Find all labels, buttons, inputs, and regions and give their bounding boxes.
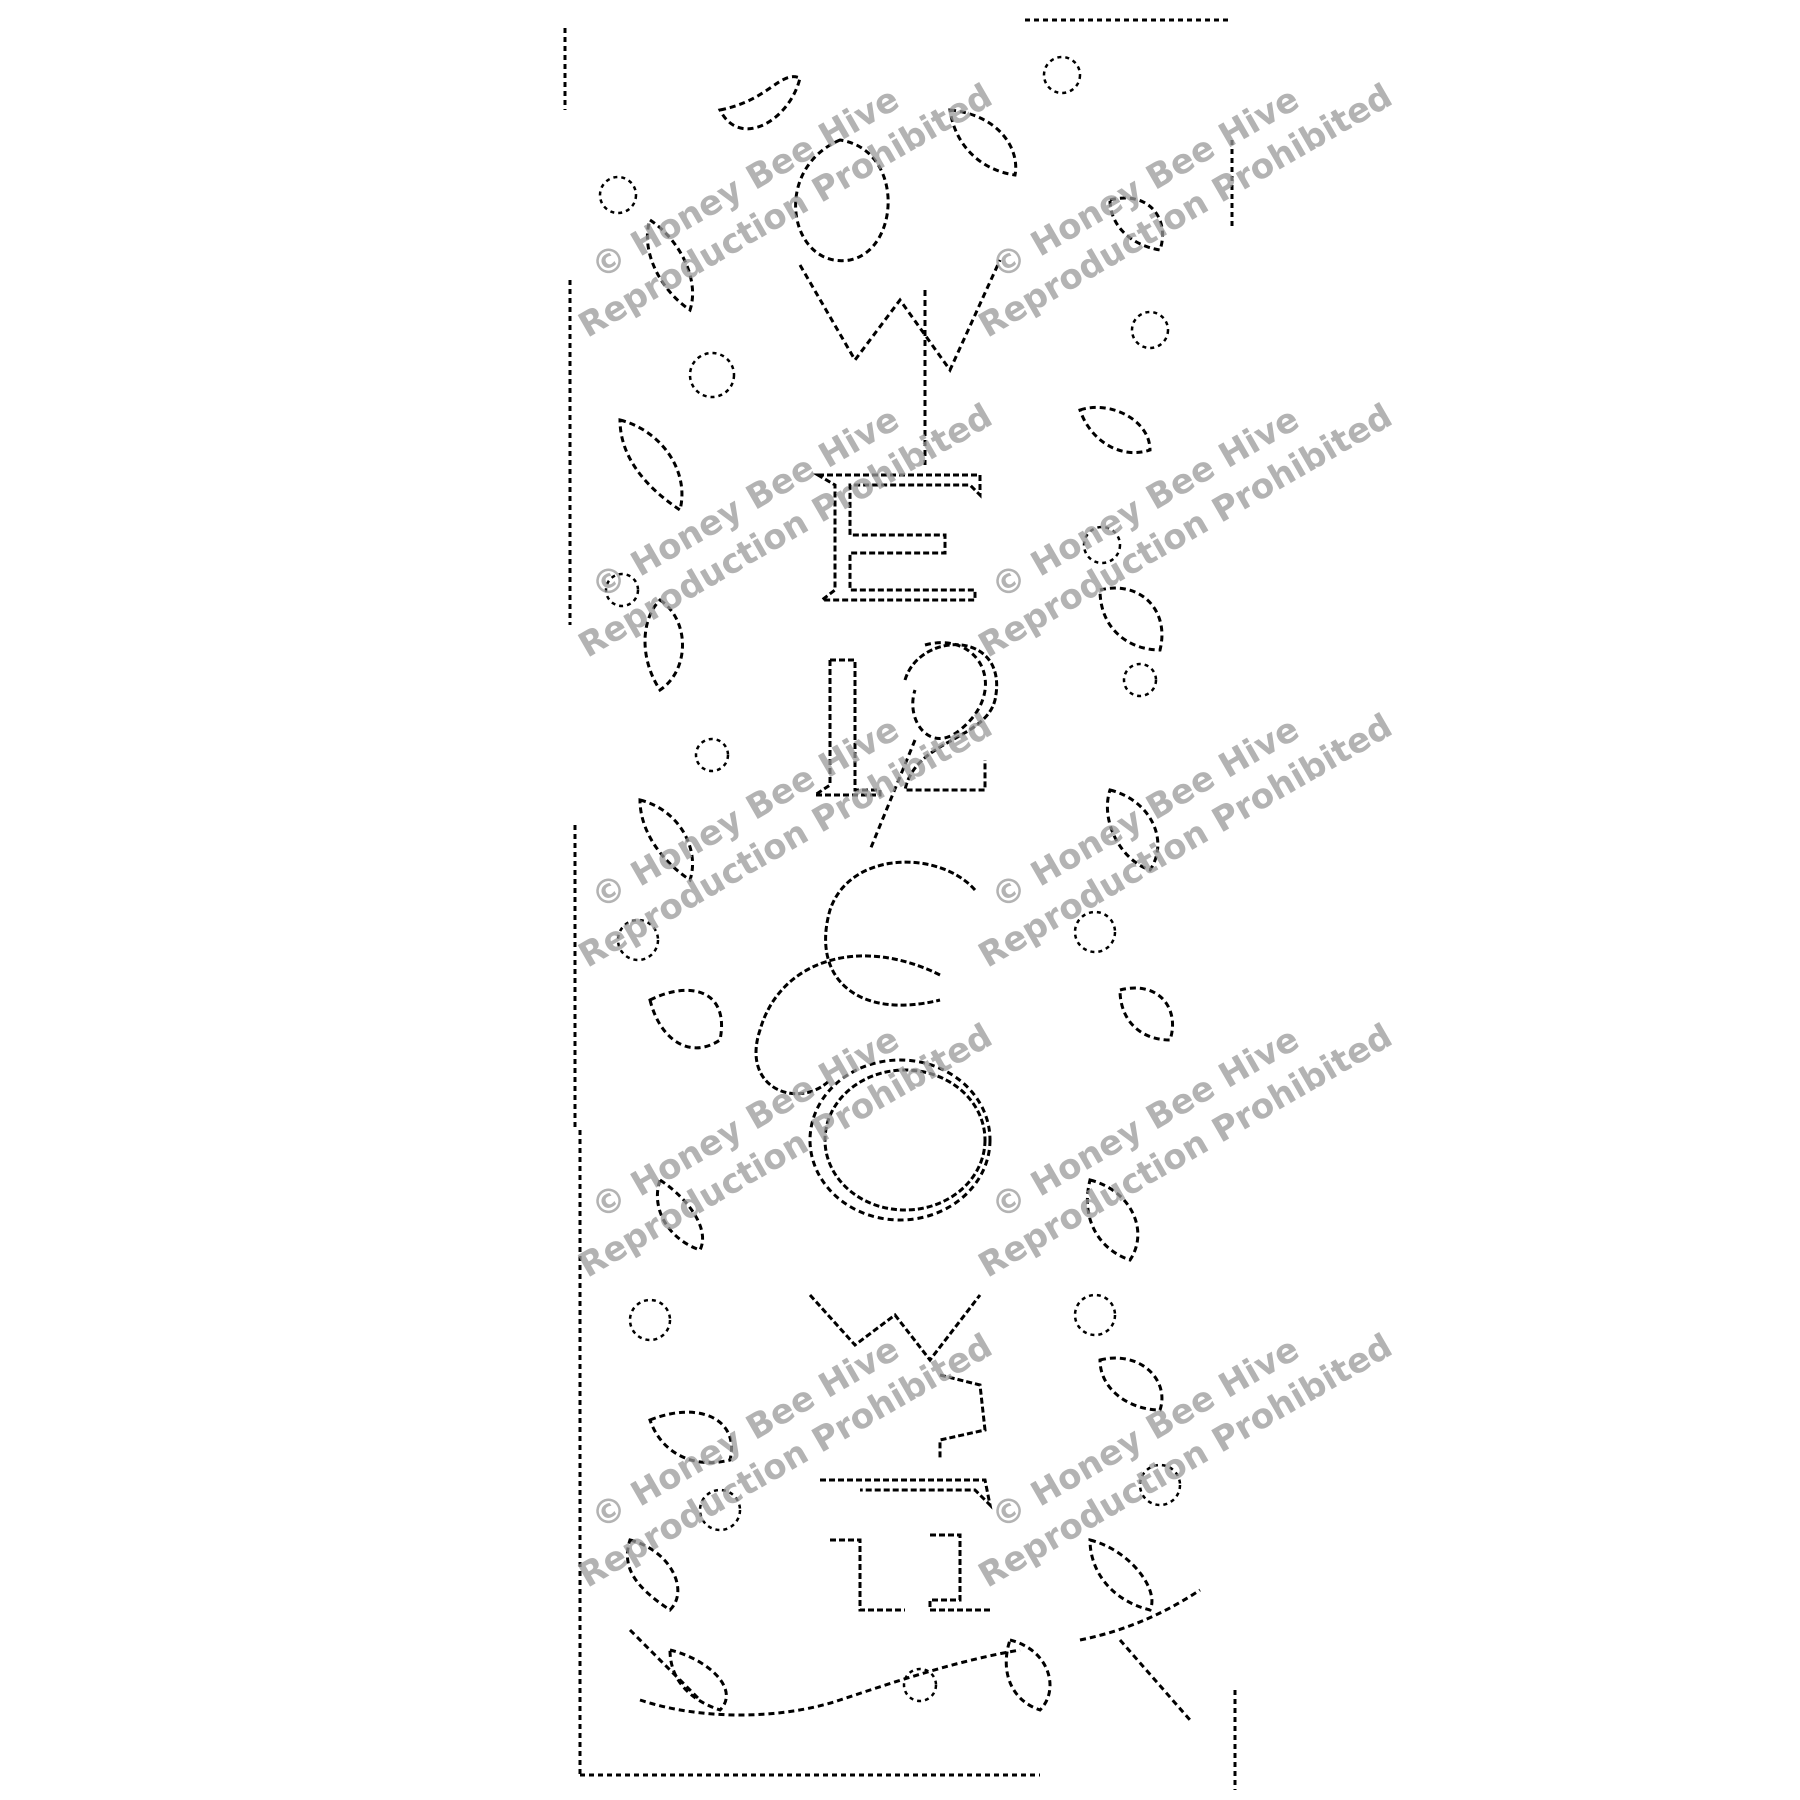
watermark-line2: Reproduction Prohibited	[572, 1326, 999, 1596]
leaves-left	[618, 75, 802, 1712]
watermark-line1: © Honey Bee Hive	[985, 1019, 1306, 1228]
dot	[1042, 55, 1082, 95]
dot	[1122, 662, 1158, 698]
dot	[1130, 310, 1170, 350]
watermark-instance: © Honey Bee Hive Reproduction Prohibited	[972, 1326, 1399, 1596]
letter-e-lower	[938, 1373, 987, 1460]
balloon-top	[794, 138, 927, 465]
letter-e-bottom	[820, 1478, 993, 1612]
letter-c	[824, 860, 977, 1007]
letter-o	[823, 1068, 987, 1212]
watermark-line1: © Honey Bee Hive	[985, 1329, 1306, 1538]
dot	[616, 918, 660, 962]
watermark-instance: © Honey Bee Hive Reproduction Prohibited	[572, 706, 999, 976]
watermark-line1: © Honey Bee Hive	[585, 1329, 906, 1538]
dot	[1082, 525, 1122, 565]
watermark-line2: Reproduction Prohibited	[972, 1016, 1399, 1286]
watermark-line2: Reproduction Prohibited	[572, 706, 999, 976]
watermark-instance: © Honey Bee Hive Reproduction Prohibited	[972, 706, 1399, 976]
watermark-line2: Reproduction Prohibited	[972, 76, 1399, 346]
dot	[1073, 1293, 1117, 1337]
dot	[902, 1667, 938, 1703]
watermark-line2: Reproduction Prohibited	[972, 706, 1399, 976]
watermark-instance: © Honey Bee Hive Reproduction Prohibited	[572, 1326, 999, 1596]
numeral-2	[903, 643, 999, 792]
watermark: © Honey Bee Hive Reproduction Prohibited…	[572, 76, 1399, 1596]
letter-l	[830, 1538, 905, 1612]
letter-e-top	[812, 473, 982, 602]
balloon-middle	[868, 641, 987, 851]
watermark-instance: © Honey Bee Hive Reproduction Prohibited	[972, 1016, 1399, 1286]
watermark-instance: © Honey Bee Hive Reproduction Prohibited	[572, 396, 999, 666]
watermark-instance: © Honey Bee Hive Reproduction Prohibited	[972, 396, 1399, 666]
watermark-line2: Reproduction Prohibited	[572, 1016, 999, 1286]
dot	[694, 737, 730, 773]
bottom-vine	[628, 1588, 1201, 1721]
letter-i	[810, 658, 882, 797]
letter-s	[754, 954, 941, 1096]
balloon-lower	[808, 1058, 992, 1222]
dot	[604, 572, 640, 608]
leaves-right	[948, 108, 1175, 1712]
dot	[1138, 1463, 1182, 1507]
tulip-top	[798, 259, 1002, 373]
watermark-line2: Reproduction Prohibited	[972, 1326, 1399, 1596]
watermark-line1: © Honey Bee Hive	[985, 79, 1306, 288]
dot	[628, 1298, 672, 1342]
watermark-line1: © Honey Bee Hive	[585, 709, 906, 918]
watermark-instance: © Honey Bee Hive Reproduction Prohibited	[972, 76, 1399, 346]
dots	[598, 55, 1182, 1703]
dot	[698, 1488, 742, 1532]
watermark-line2: Reproduction Prohibited	[572, 76, 999, 346]
watermark-instance: © Honey Bee Hive Reproduction Prohibited	[572, 1016, 999, 1286]
watermark-line2: Reproduction Prohibited	[972, 396, 1399, 666]
pattern-border	[563, 18, 1237, 1790]
watermark-line1: © Honey Bee Hive	[585, 399, 906, 608]
dot	[598, 175, 638, 215]
dot	[688, 351, 736, 399]
watermark-line2: Reproduction Prohibited	[572, 396, 999, 666]
dot	[1073, 910, 1117, 954]
letter-w	[808, 1293, 982, 1363]
